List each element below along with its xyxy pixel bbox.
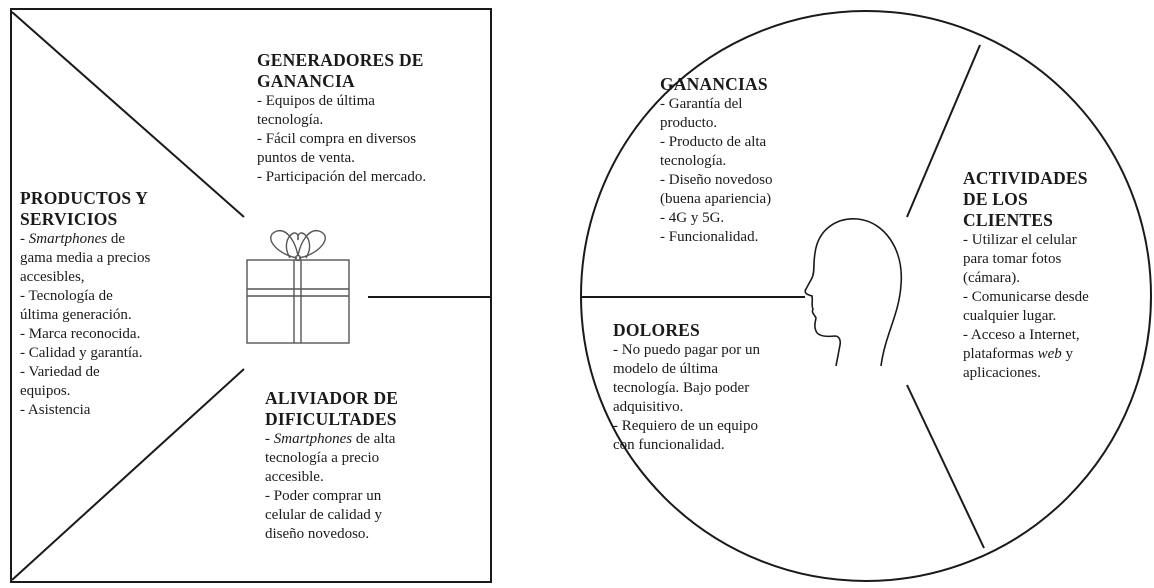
gain-creators-title: GANANCIA (257, 71, 355, 91)
pains-title: DOLORES (613, 320, 700, 340)
customer-jobs-title: ACTIVIDADES (963, 168, 1088, 188)
pains-line: con funcionalidad. (613, 437, 725, 453)
gains-line: tecnología. (660, 153, 727, 169)
customer-jobs-title: DE LOS (963, 189, 1028, 209)
pain-relievers-line-rest: de alta (352, 431, 396, 447)
pains-block: DOLORES - No puedo pagar por un modelo d… (613, 320, 760, 455)
gains-title: GANANCIAS (660, 74, 768, 94)
customer-jobs-line: - Comunicarse desde (963, 289, 1089, 305)
gift-icon (246, 230, 350, 344)
customer-jobs-title: CLIENTES (963, 210, 1054, 230)
pains-line: - No puedo pagar por un (613, 342, 761, 358)
gains-line: - Producto de alta (660, 134, 767, 150)
customer-jobs-line: para tomar fotos (963, 251, 1062, 267)
products-services-line: gama media a precios (20, 250, 151, 266)
gain-creators-line: - Fácil compra en diversos (257, 131, 417, 147)
pain-relievers-line: diseño novedoso. (265, 526, 370, 542)
web-term: web (1037, 346, 1062, 362)
products-services-line: última generación. (20, 307, 132, 323)
pains-line: - Requiero de un equipo (613, 418, 758, 434)
products-services-line: - Marca reconocida. (20, 326, 141, 342)
customer-jobs-line: plataformas web y (963, 345, 1089, 364)
gains-line: - 4G y 5G. (660, 210, 725, 226)
customer-jobs-line: aplicaciones. (963, 365, 1041, 381)
gains-line: - Funcionalidad. (660, 229, 759, 245)
gain-creators-line: - Participación del mercado. (257, 169, 427, 185)
gains-line: producto. (660, 115, 718, 131)
smartphones-term: Smartphones (28, 231, 108, 247)
customer-jobs-line: - Utilizar el celular (963, 232, 1077, 248)
pain-relievers-line: celular de calidad y (265, 507, 383, 523)
products-services-line: - Variedad de (20, 364, 100, 380)
gain-creators-block: GENERADORES DE GANANCIA - Equipos de últ… (257, 50, 426, 187)
gains-line: (buena apariencia) (660, 191, 772, 207)
products-services-title: SERVICIOS (20, 209, 118, 229)
products-services-line: - Calidad y garantía. (20, 345, 143, 361)
products-services-title: PRODUCTOS Y (20, 188, 149, 208)
smartphones-term: Smartphones (273, 431, 353, 447)
gains-line: - Diseño novedoso (660, 172, 773, 188)
pains-line: adquisitivo. (613, 399, 684, 415)
products-services-line-rest: de (107, 231, 126, 247)
value-map-square (10, 8, 492, 583)
products-services-line: accesibles, (20, 269, 85, 285)
customer-profile-circle (580, 10, 1152, 582)
pains-line: tecnología. Bajo poder (613, 380, 750, 396)
pain-relievers-line: - Smartphones de alta (265, 431, 396, 447)
pains-line: modelo de última (613, 361, 718, 377)
gains-line: - Garantía del (660, 96, 743, 112)
diagonal-bottom (11, 368, 245, 581)
pain-relievers-title: DIFICULTADES (265, 409, 397, 429)
products-services-line: - Tecnología de (20, 288, 113, 304)
customer-jobs-block: ACTIVIDADES DE LOS CLIENTES - Utilizar e… (963, 168, 1089, 383)
customer-jobs-line-pre: plataformas (963, 346, 1038, 362)
pain-relievers-block: ALIVIADOR DE DIFICULTADES - Smartphones … (265, 388, 398, 544)
gain-creators-title: GENERADORES DE (257, 50, 424, 70)
circle-divider-top (906, 44, 981, 218)
products-services-line: - Smartphones de (20, 231, 126, 247)
customer-jobs-line-post: y (1061, 346, 1073, 362)
gains-block: GANANCIAS - Garantía del producto. - Pro… (660, 74, 773, 247)
circle-divider-bottom (906, 384, 985, 549)
customer-jobs-line: (cámara). (963, 270, 1021, 286)
pain-relievers-line: - Poder comprar un (265, 488, 382, 504)
pain-relievers-line: accesible. (265, 469, 324, 485)
customer-jobs-line: cualquier lugar. (963, 308, 1057, 324)
customer-jobs-line: - Acceso a Internet, (963, 327, 1080, 343)
products-services-block: PRODUCTOS Y SERVICIOS - Smartphones de g… (20, 188, 150, 420)
diagonal-top (11, 11, 245, 218)
head-profile-icon (804, 218, 903, 367)
gain-creators-line: tecnología. (257, 112, 324, 128)
pain-relievers-title: ALIVIADOR DE (265, 388, 399, 408)
products-services-line: equipos. (20, 383, 71, 399)
gain-creators-line: puntos de venta. (257, 150, 355, 166)
pain-relievers-line: tecnología a precio (265, 450, 380, 466)
products-services-line: - Asistencia (20, 402, 91, 418)
gain-creators-line: - Equipos de última (257, 93, 375, 109)
